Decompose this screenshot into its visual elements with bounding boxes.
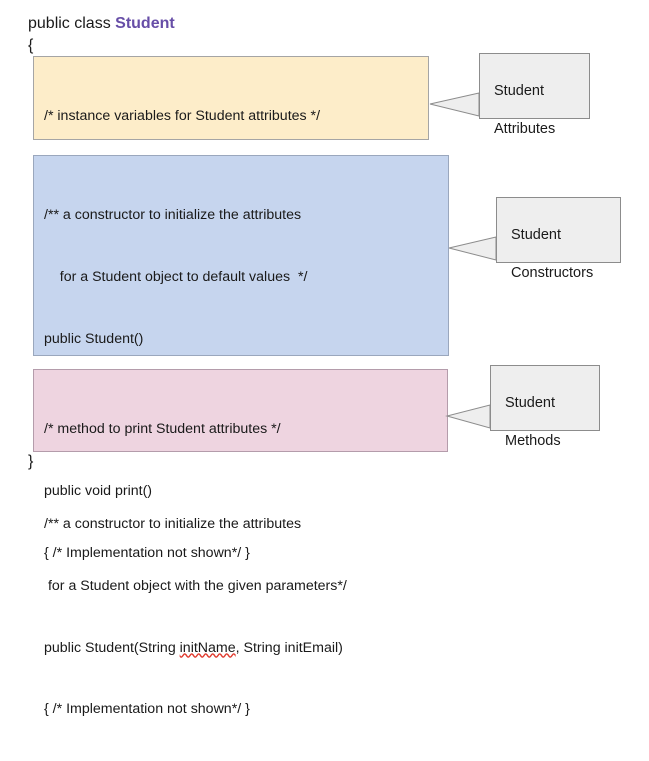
code-line: public Student() — [44, 330, 144, 347]
code-line: public void print() — [44, 482, 153, 499]
callout-line: Attributes — [494, 121, 556, 137]
code-line: /** a constructor to initialize the attr… — [44, 207, 302, 224]
callout-line: Methods — [505, 433, 561, 449]
code-block-methods: /* method to print Student attributes */… — [33, 369, 448, 561]
callout-line: Student — [494, 83, 544, 99]
code-block-constructors: /** a constructor to initialize the attr… — [33, 155, 449, 717]
code-line: /* method to print Student attributes */ — [44, 421, 281, 438]
code-line: { /* Implementation not shown*/ } — [44, 544, 250, 561]
callout-student-attributes: Student Attributes — [479, 53, 590, 137]
callout-student-constructors: Student Constructors — [496, 197, 621, 281]
code-line: /* instance variables for Student attrib… — [44, 108, 321, 125]
spellcheck-underlined-word: initName — [179, 639, 236, 656]
callout-tail-attributes — [429, 92, 480, 117]
class-declaration-prefix: public class — [28, 15, 116, 32]
class-name: Student — [115, 15, 175, 32]
callout-line: Constructors — [511, 265, 594, 281]
code-line: { /* Implementation not shown*/ } — [44, 701, 250, 718]
class-declaration-line: public class Student — [28, 14, 175, 34]
diagram-canvas: public class Student { /* instance varia… — [28, 14, 621, 717]
code-block-attributes: /* instance variables for Student attrib… — [33, 56, 429, 248]
callout-line: Student — [505, 395, 555, 411]
callout-tail-constructors — [448, 236, 497, 261]
class-closing-brace: } — [28, 453, 34, 470]
class-opening-brace: { — [28, 37, 34, 54]
code-line: for a Student object with the given para… — [44, 577, 347, 594]
code-line: /** a constructor to initialize the attr… — [44, 516, 302, 533]
callout-student-methods: Student Methods — [490, 365, 600, 449]
callout-tail-methods — [445, 404, 491, 429]
code-line: for a Student object to default values *… — [44, 268, 308, 285]
code-line-with-spellcheck: public Student(String initName, String i… — [44, 639, 343, 656]
callout-line: Student — [511, 227, 561, 243]
